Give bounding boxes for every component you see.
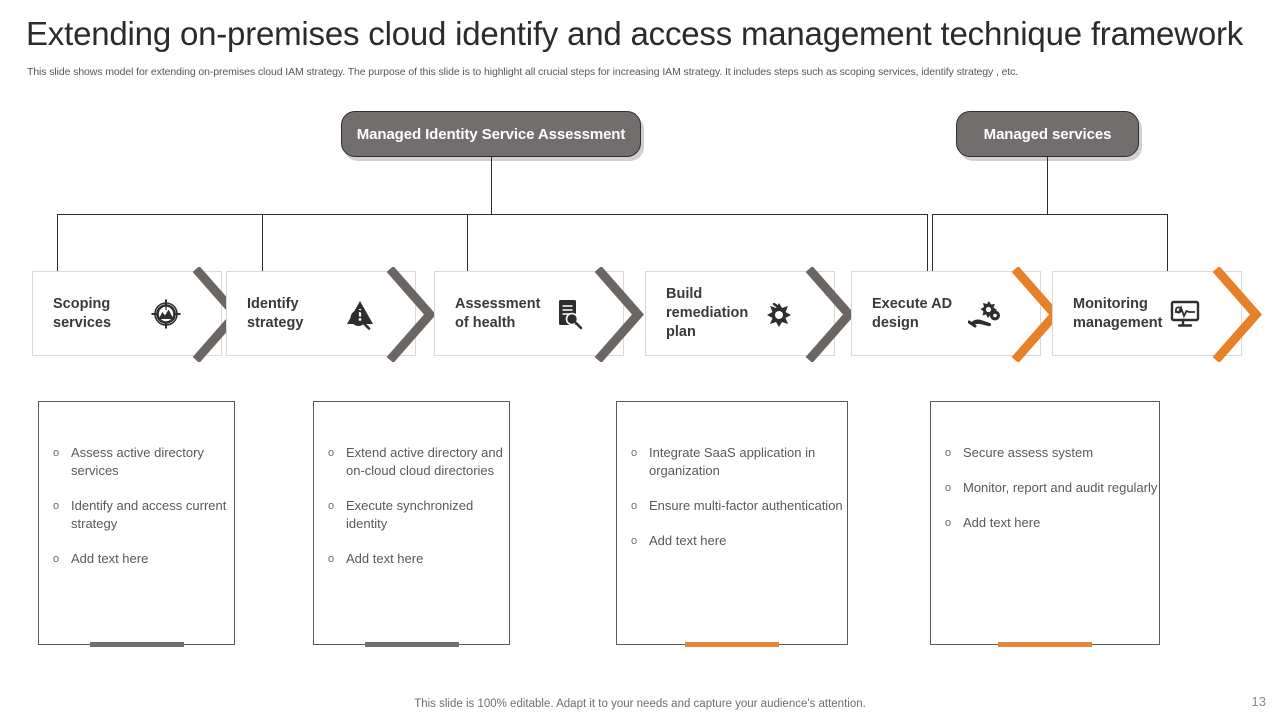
step-box-monitoring-management[interactable]: Monitoring management <box>1052 267 1262 362</box>
step-label: Monitoring management <box>1073 295 1163 331</box>
header-pill-label: Managed services <box>983 125 1112 143</box>
list-item: Add text here <box>39 550 234 568</box>
connector-leg-step-1 <box>57 214 59 274</box>
bullet-list: Extend active directory and on-cloud clo… <box>314 402 509 568</box>
page-title: Extending on-premises cloud identify and… <box>26 15 1244 52</box>
monitor-pulse-icon <box>1169 297 1203 331</box>
card-accent-bar <box>685 642 779 647</box>
list-item: Ensure multi-factor authentication <box>617 497 847 515</box>
header-pill-managed-identity-service-assessment[interactable]: Managed Identity Service Assessment <box>341 111 641 157</box>
step-box-build-remediation-plan[interactable]: Build remediation plan <box>645 267 855 362</box>
header-pill-label: Managed Identity Service Assessment <box>356 125 626 143</box>
connector-bar-left-group <box>57 214 928 216</box>
card-accent-bar <box>364 642 459 647</box>
connector-leg-step-3 <box>467 214 469 274</box>
card-accent-bar <box>89 642 184 647</box>
connector-leg-step-4 <box>927 214 929 274</box>
header-pill-managed-services[interactable]: Managed services <box>956 111 1139 157</box>
bullet-list: Secure assess system Monitor, report and… <box>931 402 1159 532</box>
connector-drop-right-group <box>1047 157 1049 215</box>
step-box-assessment-of-health[interactable]: Assessment of health <box>434 267 644 362</box>
target-mountain-icon <box>149 297 183 331</box>
bullet-card-4[interactable]: Secure assess system Monitor, report and… <box>930 401 1160 647</box>
list-item: Add text here <box>931 514 1159 532</box>
list-item: Add text here <box>617 532 847 550</box>
list-item: Integrate SaaS application in organizati… <box>617 444 847 480</box>
card-accent-bar <box>998 642 1092 647</box>
chevron-arrow-orange <box>1212 267 1262 362</box>
page-number: 13 <box>1251 694 1266 709</box>
step-label: Assessment of health <box>455 295 541 331</box>
connector-leg-step-2 <box>262 214 264 274</box>
list-item: Secure assess system <box>931 444 1159 462</box>
step-label: Scoping services <box>53 295 112 331</box>
step-label: Execute AD design <box>872 295 953 331</box>
bullet-card-2[interactable]: Extend active directory and on-cloud clo… <box>313 401 510 647</box>
page-subtitle: This slide shows model for extending on-… <box>27 66 1019 78</box>
document-search-icon <box>551 297 585 331</box>
gear-wrench-icon <box>762 297 796 331</box>
hand-gears-icon <box>968 297 1002 331</box>
list-item: Add text here <box>314 550 509 568</box>
connector-bar-right-group <box>932 214 1168 216</box>
connector-drop-left-group <box>491 157 493 215</box>
list-item: Extend active directory and on-cloud clo… <box>314 444 509 480</box>
bullet-card-3[interactable]: Integrate SaaS application in organizati… <box>616 401 848 647</box>
list-item: Identify and access current strategy <box>39 497 234 533</box>
connector-leg-step-5 <box>932 214 934 274</box>
footer-note: This slide is 100% editable. Adapt it to… <box>414 698 866 710</box>
step-box-scoping-services[interactable]: Scoping services <box>32 267 242 362</box>
bullet-card-1[interactable]: Assess active directory services Identif… <box>38 401 235 647</box>
connector-leg-step-6 <box>1167 214 1169 274</box>
step-label: Build remediation plan <box>666 286 749 340</box>
list-item: Monitor, report and audit regularly <box>931 479 1159 497</box>
step-box-identify-strategy[interactable]: Identify strategy <box>226 267 436 362</box>
alert-magnifier-icon <box>343 297 377 331</box>
bullet-list: Integrate SaaS application in organizati… <box>617 402 847 550</box>
bullet-list: Assess active directory services Identif… <box>39 402 234 568</box>
step-box-execute-ad-design[interactable]: Execute AD design <box>851 267 1061 362</box>
list-item: Execute synchronized identity <box>314 497 509 533</box>
step-label: Identify strategy <box>247 295 304 331</box>
list-item: Assess active directory services <box>39 444 234 480</box>
